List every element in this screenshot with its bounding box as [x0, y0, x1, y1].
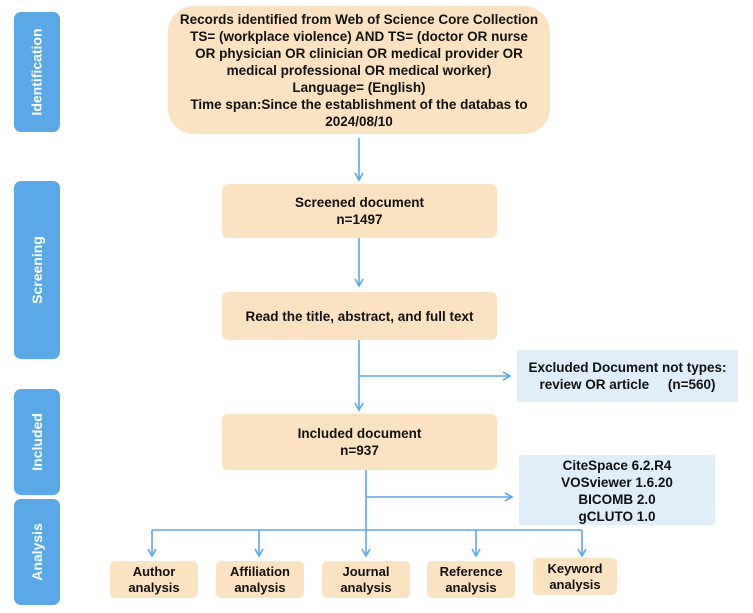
- records-line-7: 2024/08/10: [325, 113, 393, 129]
- included-title: Included document: [297, 426, 422, 441]
- excluded-document-box: Excluded Document not types: review OR a…: [517, 350, 738, 402]
- reference-analysis-box: Reference analysis: [427, 561, 515, 598]
- keyword-analysis-box: Keyword analysis: [533, 558, 617, 595]
- journal-line-2: analysis: [340, 579, 392, 595]
- tool-citespace: CiteSpace 6.2.R4: [562, 458, 672, 473]
- records-line-4: medical professional OR medical worker): [226, 62, 492, 78]
- tools-box: CiteSpace 6.2.R4 VOSviewer 1.6.20 BICOMB…: [519, 455, 715, 525]
- journal-line-1: Journal: [342, 563, 390, 579]
- stage-identification: Identification: [14, 12, 60, 132]
- reference-line-2: analysis: [445, 579, 497, 595]
- keyword-line-1: Keyword: [547, 560, 603, 576]
- records-line-2: TS= (workplace violence) AND TS= (doctor…: [190, 28, 528, 44]
- reference-line-1: Reference: [439, 563, 503, 579]
- affiliation-line-1: Affiliation: [230, 563, 290, 579]
- stage-screening: Screening: [14, 181, 60, 359]
- screened-document-box: Screened document n=1497: [222, 184, 497, 238]
- read-label: Read the title, abstract, and full text: [245, 308, 474, 324]
- records-line-6: Time span:Since the establishment of the…: [190, 96, 528, 112]
- read-full-text-box: Read the title, abstract, and full text: [222, 292, 497, 340]
- records-line-1: Records identified from Web of Science C…: [179, 11, 539, 27]
- included-document-box: Included document n=937: [222, 414, 497, 470]
- excluded-line-1: Excluded Document not types:: [528, 360, 727, 375]
- excluded-line-2: review OR article (n=560): [539, 377, 716, 392]
- records-line-5: Language= (English): [292, 79, 426, 95]
- stage-analysis: Analysis: [14, 499, 60, 605]
- screened-count: n=1497: [336, 212, 383, 227]
- affiliation-line-2: analysis: [234, 579, 286, 595]
- author-line-1: Author: [132, 563, 176, 579]
- tool-bicomb: BICOMB 2.0: [578, 492, 656, 507]
- records-identified-box: Records identified from Web of Science C…: [168, 6, 550, 134]
- author-analysis-box: Author analysis: [110, 561, 198, 598]
- keyword-line-2: analysis: [549, 576, 601, 592]
- screened-title: Screened document: [294, 195, 425, 210]
- included-count: n=937: [340, 443, 379, 458]
- author-line-2: analysis: [128, 579, 180, 595]
- stage-included: Included: [14, 389, 60, 495]
- tool-vosviewer: VOSviewer 1.6.20: [561, 475, 673, 490]
- tool-gcluto: gCLUTO 1.0: [578, 509, 656, 524]
- affiliation-analysis-box: Affiliation analysis: [216, 561, 304, 598]
- journal-analysis-box: Journal analysis: [322, 561, 410, 598]
- records-line-3: OR physician OR clinician OR medical pro…: [195, 45, 523, 61]
